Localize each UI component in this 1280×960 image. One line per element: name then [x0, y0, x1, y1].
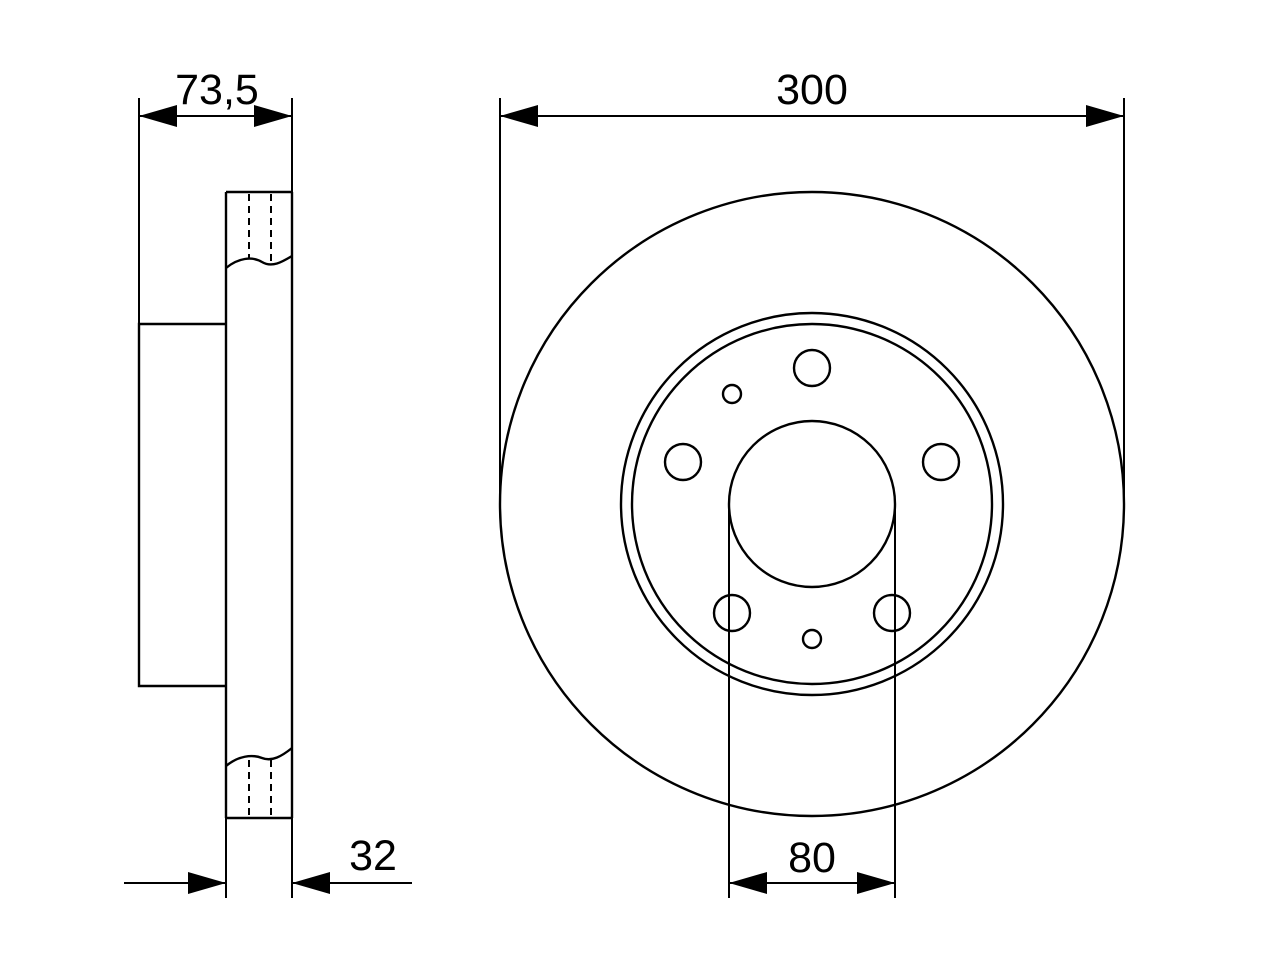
bolt-hole	[792, 348, 832, 388]
dimension-label-disc-diameter: 300	[776, 66, 848, 114]
dimension-label-hub-height: 73,5	[175, 66, 259, 114]
bolt-hole	[921, 442, 961, 482]
dimension-centre-bore: 80	[729, 834, 895, 894]
hub-profile	[137, 322, 226, 688]
hub-ring-outer	[619, 311, 1005, 697]
bolt-hole	[712, 593, 752, 633]
dimension-hub-height: 73,5	[139, 66, 292, 127]
front-view: 300 80	[498, 66, 1126, 898]
dimension-label-disc-thickness: 32	[349, 832, 397, 880]
hub-ring-inner	[630, 322, 994, 686]
vent-cut-bottom	[225, 747, 293, 767]
locating-hole	[801, 628, 823, 650]
disc-outer-circle	[498, 190, 1126, 818]
bolt-hole	[872, 593, 912, 633]
dimension-disc-diameter: 300	[500, 66, 1124, 127]
bolt-hole	[663, 442, 703, 482]
centre-bore	[727, 419, 897, 589]
dimension-disc-thickness: 32	[124, 832, 412, 894]
locating-hole	[721, 383, 743, 405]
dimension-label-centre-bore: 80	[788, 834, 836, 882]
vent-cut-top	[225, 254, 293, 269]
side-view: 73,5 32	[124, 66, 412, 898]
